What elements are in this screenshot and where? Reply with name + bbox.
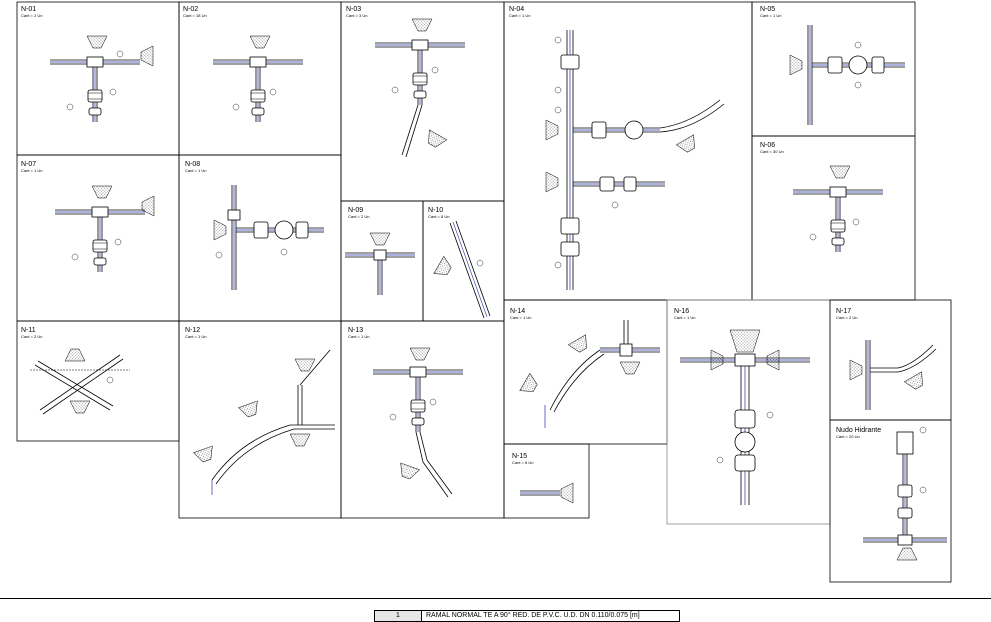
drawing-n14 — [519, 320, 660, 428]
legend-row: 1 RAMAL NORMAL TE A 90° RED. DE P.V.C. U… — [374, 610, 680, 622]
legend-item-description: RAMAL NORMAL TE A 90° RED. DE P.V.C. U.D… — [426, 612, 640, 619]
panel-title-n13: N-13 — [348, 327, 363, 334]
drawing-n09 — [345, 232, 415, 295]
drawing-n11 — [30, 348, 130, 415]
panel-title-hydrant: Nudo Hidrante — [836, 427, 881, 434]
panel-subtitle-n11: Cant = 2 Un — [21, 334, 42, 339]
panel-title-n04: N-04 — [509, 6, 524, 13]
panel-subtitle-n02: Cant = 18 Un — [183, 13, 207, 18]
drawing-n12 — [193, 349, 335, 495]
panel-titles: N-01 Cant = 2 Un N-02 Cant = 18 Un N-03 … — [21, 6, 881, 465]
panel-subtitle-n13: Cant = 1 Un — [348, 334, 369, 339]
drawing-hydrant — [863, 426, 947, 561]
panel-subtitle-n16: Cant = 1 Un — [674, 315, 695, 320]
panel-subtitle-n14: Cant = 1 Un — [510, 315, 531, 320]
drawing-n08 — [213, 185, 324, 290]
panel-title-n16: N-16 — [674, 308, 689, 315]
drawing-n01 — [49, 35, 154, 123]
pipe-schematics — [30, 18, 947, 561]
panel-title-n05: N-05 — [760, 6, 775, 13]
sheet-divider-line — [0, 598, 991, 599]
drawing-n05 — [789, 25, 905, 125]
panel-frames — [16, 1, 952, 583]
panel-title-n03: N-03 — [346, 6, 361, 13]
panel-title-n01: N-01 — [21, 6, 36, 13]
panel-subtitle-n01: Cant = 2 Un — [21, 13, 42, 18]
panel-title-n02: N-02 — [183, 6, 198, 13]
panel-subtitle-n12: Cant = 1 Un — [185, 334, 206, 339]
panel-title-n11: N-11 — [21, 327, 36, 334]
panel-title-n14: N-14 — [510, 308, 525, 315]
panel-subtitle-n17: Cant = 2 Un — [836, 315, 857, 320]
panel-subtitle-n04: Cant = 1 Un — [509, 13, 530, 18]
drawing-n06 — [792, 165, 884, 253]
panel-title-n07: N-07 — [21, 161, 36, 168]
drawing-n16 — [680, 329, 810, 505]
panel-title-n15: N-15 — [512, 453, 527, 460]
drawing-n04 — [545, 30, 725, 290]
panel-subtitle-n05: Cant = 1 Un — [760, 13, 781, 18]
panel-title-n17: N-17 — [836, 308, 851, 315]
panel-subtitle-n15: Cant = 8 Un — [512, 460, 533, 465]
drawing-n07 — [54, 185, 155, 273]
drawing-n17 — [849, 340, 937, 410]
drawing-n02 — [212, 35, 304, 123]
panel-title-n12: N-12 — [185, 327, 200, 334]
panel-subtitle-n09: Cant = 2 Un — [348, 214, 369, 219]
panel-subtitle-n07: Cant = 1 Un — [21, 168, 42, 173]
panel-title-n06: N-06 — [760, 142, 775, 149]
panel-subtitle-n03: Cant = 3 Un — [346, 13, 367, 18]
drawing-n13 — [372, 347, 464, 498]
drawing-n03 — [374, 18, 466, 158]
drawing-n15 — [520, 482, 574, 504]
panel-title-n10: N-10 — [428, 207, 443, 214]
panel-title-n09: N-09 — [348, 207, 363, 214]
panel-subtitle-hydrant: Cant = 20 Un — [836, 434, 860, 439]
panel-subtitle-n08: Cant = 1 Un — [185, 168, 206, 173]
panel-subtitle-n06: Cant = 30 Un — [760, 149, 784, 154]
legend-item-number: 1 — [375, 611, 422, 621]
drawing-n10 — [433, 220, 491, 319]
panel-title-n08: N-08 — [185, 161, 200, 168]
panel-subtitle-n10: Cant = 8 Un — [428, 214, 449, 219]
